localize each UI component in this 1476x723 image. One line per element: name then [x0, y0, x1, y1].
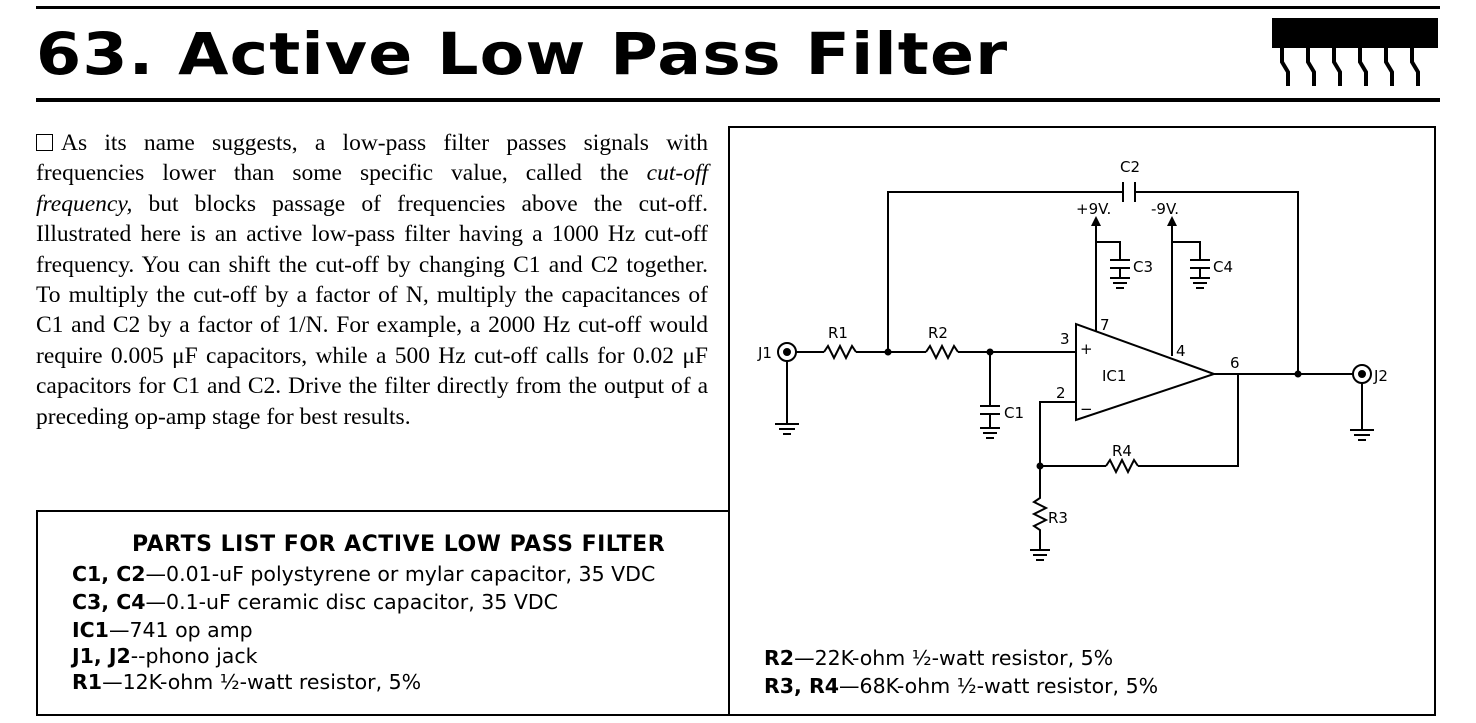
- schematic-frame: [728, 126, 1436, 716]
- parts-list-title: PARTS LIST FOR ACTIVE LOW PASS FILTER: [132, 532, 666, 557]
- label-pin6: 6: [1230, 354, 1240, 372]
- label-ic1: IC1: [1102, 367, 1126, 385]
- label-j1: J1: [757, 344, 772, 362]
- label-r2: R2: [928, 324, 948, 342]
- ic-chip-icon: [1272, 18, 1438, 86]
- header-rule: [36, 98, 1440, 102]
- parts-item-c3-c4: C3, C4—0.1-uF ceramic disc capacitor, 35…: [72, 590, 558, 614]
- circuit-schematic: C2 +9V. -9V. C3 C4 J1 R1 R2 3 + 7 4 IC1 …: [757, 158, 1388, 561]
- label-minus9v: -9V.: [1151, 200, 1179, 218]
- label-pin7: 7: [1100, 316, 1110, 334]
- label-j2: J2: [1373, 367, 1388, 385]
- parts-item-c1-c2: C1, C2—0.01-uF polystyrene or mylar capa…: [72, 562, 656, 586]
- parts-item-r1: R1—12K-ohm ½-watt resistor, 5%: [72, 670, 422, 694]
- label-plus9v: +9V.: [1076, 200, 1111, 218]
- parts-item-ic1: IC1—741 op amp: [72, 618, 253, 642]
- label-pin4: 4: [1176, 342, 1186, 360]
- label-r1: R1: [828, 324, 848, 342]
- label-pin2: 2: [1056, 384, 1066, 402]
- parts-item-j1-j2: J1, J2--phono jack: [72, 644, 258, 668]
- label-r4: R4: [1112, 442, 1132, 460]
- page-title: 63. Active Low Pass Filter: [36, 20, 1009, 88]
- parts-item-r3-r4: R3, R4—68K-ohm ½-watt resistor, 5%: [764, 674, 1159, 698]
- label-c3: C3: [1133, 258, 1153, 276]
- parts-item-r2: R2—22K-ohm ½-watt resistor, 5%: [764, 646, 1114, 670]
- intro-italic-term: cut-off frequency,: [36, 160, 708, 217]
- label-r3: R3: [1048, 509, 1068, 527]
- bottom-rule: [36, 714, 1436, 716]
- label-pin3: 3: [1060, 330, 1070, 348]
- top-rule: [36, 6, 1440, 9]
- intro-paragraph: As its name suggests, a low-pass filter …: [36, 130, 708, 430]
- parts-list-frame: [36, 512, 1436, 716]
- intro-divider: [36, 510, 730, 512]
- label-c4: C4: [1213, 258, 1233, 276]
- label-minus-input: −: [1080, 400, 1093, 418]
- label-c2: C2: [1120, 158, 1140, 176]
- label-plus-input: +: [1080, 340, 1093, 358]
- label-c1: C1: [1004, 404, 1024, 422]
- checkbox-icon: [36, 134, 53, 151]
